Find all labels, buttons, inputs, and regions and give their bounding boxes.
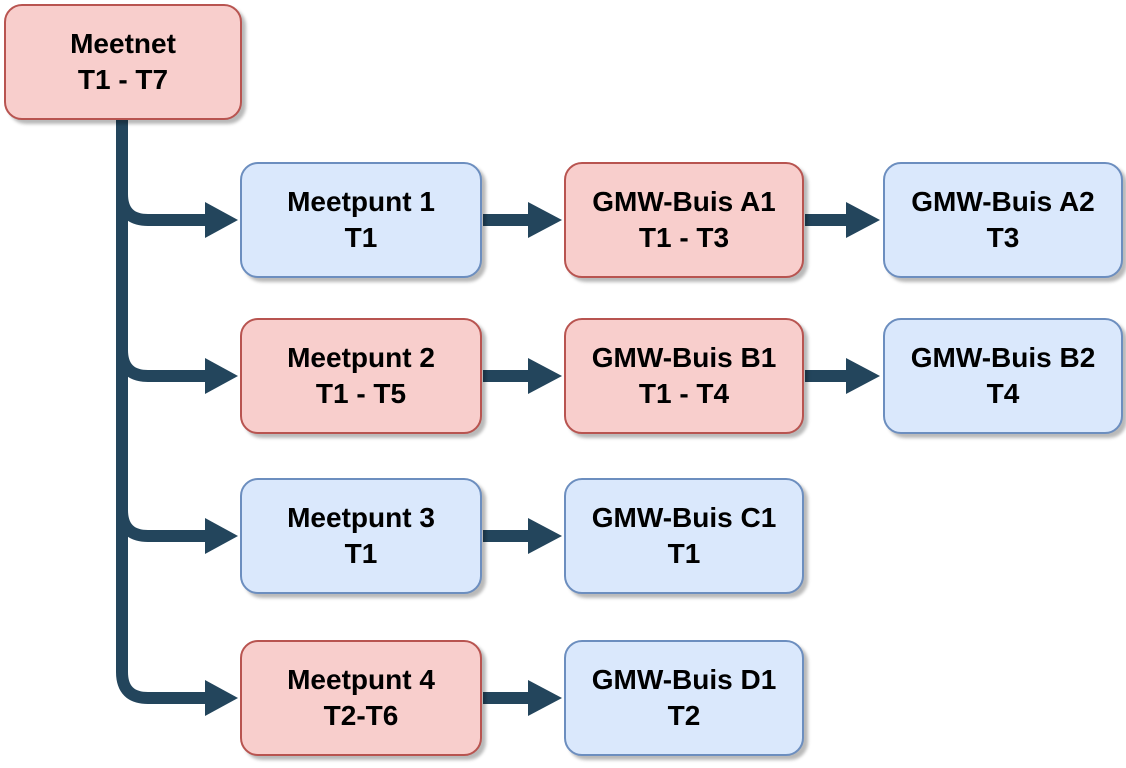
edge-meetnet-meetpunt-1 bbox=[116, 120, 238, 238]
node-label-line1: GMW-Buis B2 bbox=[910, 342, 1096, 373]
node-meetpunt-3[interactable]: Meetpunt 3 T1 bbox=[240, 478, 482, 594]
node-gmw-buis-b2[interactable]: GMW-Buis B2 T4 bbox=[883, 318, 1123, 434]
node-label-line2: T4 bbox=[986, 378, 1020, 409]
node-meetpunt-2[interactable]: Meetpunt 2 T1 - T5 bbox=[240, 318, 482, 434]
node-label-line2: T3 bbox=[986, 222, 1020, 253]
node-label-line1: GMW-Buis A1 bbox=[592, 186, 776, 217]
node-label-line1: GMW-Buis C1 bbox=[591, 502, 777, 533]
edge-meetnet-meetpunt-3 bbox=[116, 120, 238, 554]
node-label-line2: T2 bbox=[667, 700, 701, 731]
node-gmw-buis-a2[interactable]: GMW-Buis A2 T3 bbox=[883, 162, 1123, 278]
node-label-line1: Meetpunt 1 bbox=[287, 186, 435, 217]
node-label-line1: GMW-Buis A2 bbox=[911, 186, 1095, 217]
node-label-line1: GMW-Buis D1 bbox=[591, 664, 777, 695]
node-label-line1: GMW-Buis B1 bbox=[591, 342, 777, 373]
node-gmw-buis-a1[interactable]: GMW-Buis A1 T1 - T3 bbox=[564, 162, 804, 278]
edge-meetpunt-1-gmw-buis-a1 bbox=[483, 202, 562, 238]
node-label-line1: Meetpunt 4 bbox=[287, 664, 435, 695]
node-meetnet[interactable]: Meetnet T1 - T7 bbox=[4, 4, 242, 120]
node-label-line1: Meetpunt 3 bbox=[287, 502, 435, 533]
node-label-line2: T2-T6 bbox=[323, 700, 399, 731]
node-gmw-buis-b1[interactable]: GMW-Buis B1 T1 - T4 bbox=[564, 318, 804, 434]
node-label-line2: T1 - T4 bbox=[638, 378, 730, 409]
node-label-line2: T1 bbox=[667, 538, 701, 569]
edge-gmw-buis-b1-gmw-buis-b2 bbox=[805, 358, 880, 394]
node-label-line2: T1 - T3 bbox=[638, 222, 730, 253]
edge-meetpunt-2-gmw-buis-b1 bbox=[483, 358, 562, 394]
edge-meetnet-meetpunt-2 bbox=[116, 120, 238, 394]
edge-meetnet-meetpunt-4 bbox=[116, 120, 238, 716]
node-label-line2: T1 bbox=[344, 222, 378, 253]
node-label-line2: T1 - T7 bbox=[77, 64, 169, 95]
node-label-line2: T1 bbox=[344, 538, 378, 569]
node-meetpunt-4[interactable]: Meetpunt 4 T2-T6 bbox=[240, 640, 482, 756]
node-gmw-buis-c1[interactable]: GMW-Buis C1 T1 bbox=[564, 478, 804, 594]
edge-gmw-buis-a1-gmw-buis-a2 bbox=[805, 202, 880, 238]
node-gmw-buis-d1[interactable]: GMW-Buis D1 T2 bbox=[564, 640, 804, 756]
node-meetpunt-1[interactable]: Meetpunt 1 T1 bbox=[240, 162, 482, 278]
node-label-line1: Meetpunt 2 bbox=[287, 342, 435, 373]
edge-meetpunt-3-gmw-buis-c1 bbox=[483, 518, 562, 554]
edge-meetpunt-4-gmw-buis-d1 bbox=[483, 680, 562, 716]
node-label-line2: T1 - T5 bbox=[315, 378, 407, 409]
node-label-line1: Meetnet bbox=[70, 28, 176, 59]
